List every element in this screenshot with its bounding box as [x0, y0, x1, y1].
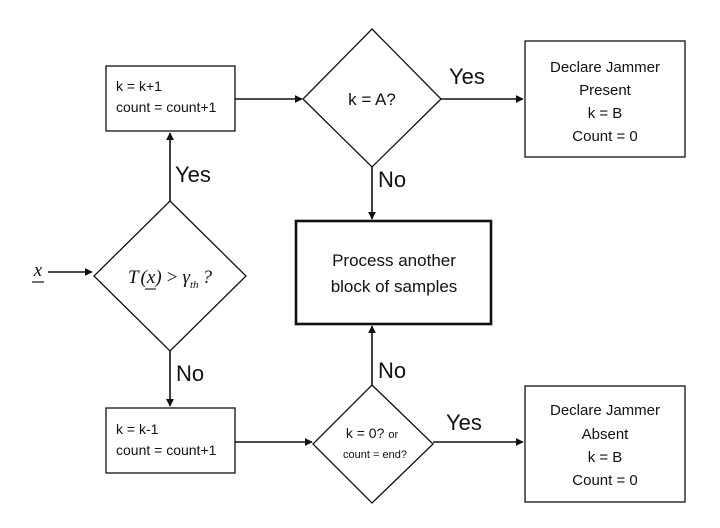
label-yes-k-eq-0: Yes: [446, 410, 482, 435]
increment-line-1: k = k+1: [116, 78, 162, 94]
decrement-line-2: count = count+1: [116, 442, 217, 458]
label-yes-threshold: Yes: [175, 162, 211, 187]
process-box: [294, 219, 493, 326]
threshold-decision-text: T(x)>γth?: [128, 267, 213, 291]
jammer-absent-box: [524, 385, 686, 503]
label-no-k-eq-0: No: [378, 358, 406, 383]
input-x-label: x: [33, 260, 43, 281]
absent-line-2: Absent: [582, 426, 630, 443]
increment-line-2: count = count+1: [116, 99, 217, 115]
process-line-2: block of samples: [331, 277, 458, 296]
threshold-x: x: [146, 267, 156, 288]
jammer-present-box: [524, 40, 686, 158]
present-line-4: Count = 0: [572, 128, 637, 145]
k-eq-0-decision-diamond: [312, 384, 434, 504]
k-eq-0-decision-line-1: k = 0?or: [346, 425, 399, 441]
decrement-line-1: k = k-1: [116, 421, 159, 437]
k-eq-A-decision-diamond: [302, 28, 442, 168]
decrement-box: [105, 407, 236, 474]
present-line-3: k = B: [588, 105, 623, 122]
present-line-1: Declare Jammer: [550, 59, 660, 76]
process-line-1: Process another: [332, 251, 456, 270]
absent-line-1: Declare Jammer: [550, 402, 660, 419]
label-no-threshold: No: [176, 361, 204, 386]
k-eq-A-decision-text: k = A?: [348, 90, 396, 109]
absent-line-3: k = B: [588, 449, 623, 466]
label-yes-k-eq-A: Yes: [449, 64, 485, 89]
absent-line-4: Count = 0: [572, 472, 637, 489]
present-line-2: Present: [579, 82, 632, 99]
label-no-k-eq-A: No: [378, 167, 406, 192]
increment-box: [105, 65, 236, 132]
k-eq-0-decision-line-2: count = end?: [343, 449, 407, 461]
threshold-decision-diamond: [93, 200, 247, 352]
